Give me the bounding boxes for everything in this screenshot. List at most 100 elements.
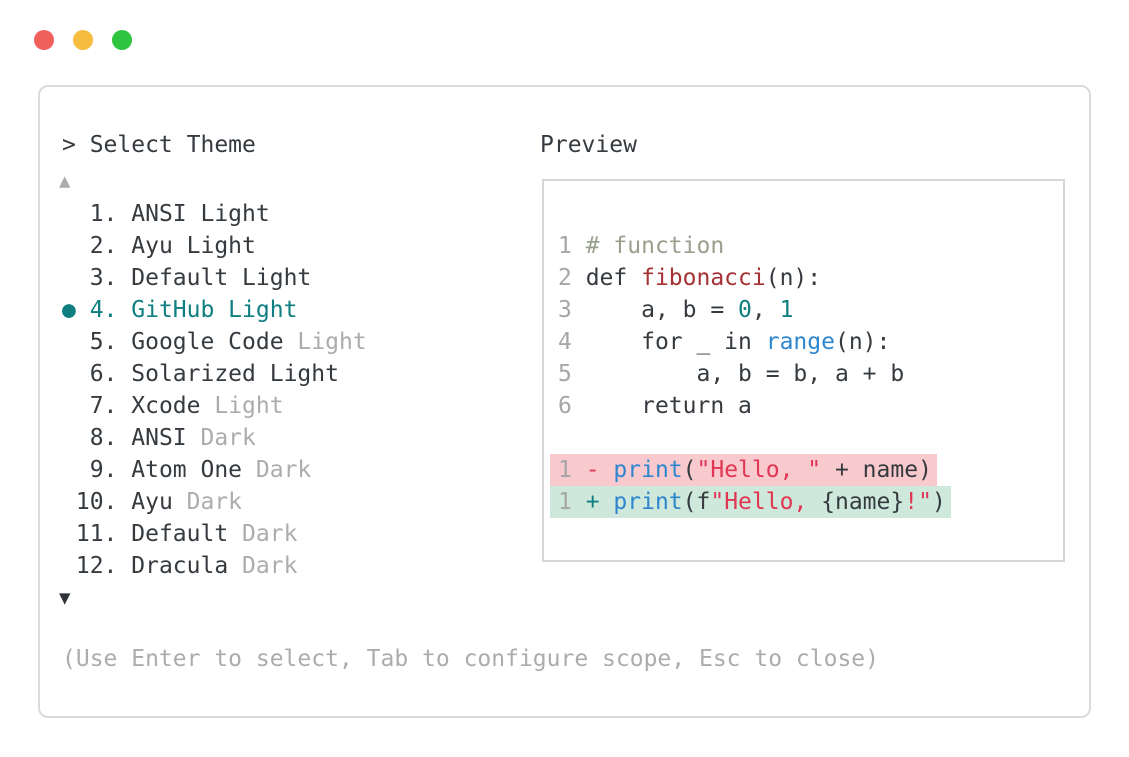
keyboard-hint: (Use Enter to select, Tab to configure s…	[62, 646, 879, 672]
theme-option-default-light[interactable]: 3. Default Light	[62, 262, 367, 294]
theme-name-suffix: Light	[283, 329, 367, 355]
theme-number: 4.	[89, 297, 132, 323]
diff-removed-highlight: 1 - print("Hello, " + name)	[550, 454, 937, 486]
code-token: + name)	[821, 457, 932, 483]
theme-name: Atom One	[131, 457, 243, 483]
theme-number: 2.	[89, 233, 132, 259]
diff-added-highlight: 1 + print(f"Hello, {name}!")	[550, 486, 951, 518]
theme-name: Default	[131, 521, 229, 547]
theme-option-dracula[interactable]: 12. Dracula Dark	[62, 550, 367, 582]
line-number: 1	[558, 457, 586, 483]
code-token: (n):	[834, 329, 891, 355]
code-token: 0	[738, 297, 752, 323]
theme-option-atom-one[interactable]: 9. Atom One Dark	[62, 454, 367, 486]
scroll-up-indicator[interactable]: ▲	[59, 170, 71, 192]
code-line	[558, 422, 1053, 454]
code-token: fibonacci	[641, 265, 766, 291]
row-indent	[62, 361, 90, 387]
code-line: 2 def fibonacci(n):	[558, 262, 1053, 294]
code-token: print	[613, 457, 683, 483]
theme-option-xcode[interactable]: 7. Xcode Light	[62, 390, 367, 422]
code-token: a, b = b, a + b	[585, 361, 905, 387]
close-button[interactable]	[34, 30, 54, 50]
maximize-button[interactable]	[112, 30, 132, 50]
theme-name: Google Code	[131, 329, 284, 355]
code-token: print	[613, 489, 683, 515]
theme-name: Dracula	[131, 553, 229, 579]
code-token: (	[682, 457, 697, 483]
row-indent	[62, 425, 90, 451]
theme-option-github-light[interactable]: ● 4. GitHub Light	[62, 294, 367, 326]
theme-number: 6.	[89, 361, 132, 387]
theme-dialog-panel: > Select Theme ▲ 1. ANSI Light 2. Ayu Li…	[38, 85, 1091, 718]
theme-name: Ayu	[131, 489, 173, 515]
line-number: 5	[558, 361, 586, 387]
code-token: for _ in	[585, 329, 766, 355]
theme-number: 7.	[89, 393, 132, 419]
row-indent	[62, 553, 76, 579]
code-token: 1	[779, 297, 794, 323]
window-controls	[34, 30, 132, 50]
row-indent	[62, 329, 90, 355]
theme-option-default[interactable]: 11. Default Dark	[62, 518, 367, 550]
diff-removed-line: 1 - print("Hello, " + name)	[550, 454, 1053, 486]
theme-number: 3.	[89, 265, 132, 291]
code-token: (f	[682, 489, 711, 515]
minimize-button[interactable]	[73, 30, 93, 50]
theme-name: Solarized Light	[131, 361, 339, 387]
row-indent	[62, 265, 90, 291]
theme-name-suffix: Dark	[242, 457, 312, 483]
code-token: range	[765, 329, 835, 355]
theme-name: Xcode	[131, 393, 201, 419]
theme-name: ANSI Light	[131, 201, 270, 227]
theme-number: 10.	[75, 489, 132, 515]
row-indent	[62, 233, 90, 259]
preview-title: Preview	[540, 132, 637, 158]
selected-bullet-icon: ●	[62, 297, 90, 323]
theme-name-suffix: Light	[200, 393, 284, 419]
line-number: 1	[558, 233, 586, 259]
theme-option-ansi-light[interactable]: 1. ANSI Light	[62, 198, 367, 230]
theme-name-suffix: Dark	[172, 489, 243, 515]
line-number: 1	[558, 489, 586, 515]
diff-added-line: 1 + print(f"Hello, {name}!")	[550, 486, 1053, 518]
code-token: def	[585, 265, 642, 291]
code-token: "Hello, "	[696, 457, 822, 483]
code-token: "Hello,	[710, 489, 822, 515]
code-line: 1 # function	[558, 230, 1053, 262]
code-token: !"	[904, 489, 932, 515]
code-line: 3 a, b = 0, 1	[558, 294, 1053, 326]
theme-name: Default Light	[131, 265, 312, 291]
line-number: 4	[558, 329, 586, 355]
theme-option-ayu-light[interactable]: 2. Ayu Light	[62, 230, 367, 262]
theme-name-suffix: Dark	[228, 553, 298, 579]
line-number: 6	[558, 393, 586, 419]
code-token: # function	[585, 233, 725, 259]
scroll-down-indicator[interactable]: ▼	[59, 587, 71, 609]
theme-number: 11.	[75, 521, 132, 547]
theme-option-solarized-light[interactable]: 6. Solarized Light	[62, 358, 367, 390]
theme-list: 1. ANSI Light 2. Ayu Light 3. Default Li…	[62, 198, 367, 582]
code-line: 5 a, b = b, a + b	[558, 358, 1053, 390]
theme-name: GitHub Light	[131, 297, 298, 323]
theme-option-google-code[interactable]: 5. Google Code Light	[62, 326, 367, 358]
theme-name: ANSI	[131, 425, 187, 451]
theme-option-ansi[interactable]: 8. ANSI Dark	[62, 422, 367, 454]
row-indent	[62, 489, 76, 515]
theme-number: 9.	[89, 457, 132, 483]
code-token: a, b =	[585, 297, 739, 323]
code-token: ,	[751, 297, 780, 323]
row-indent	[62, 457, 90, 483]
dialog-title: > Select Theme	[62, 132, 256, 158]
line-number: 3	[558, 297, 586, 323]
theme-name-suffix: Dark	[186, 425, 256, 451]
code-line: 4 for _ in range(n):	[558, 326, 1053, 358]
theme-number: 8.	[89, 425, 132, 451]
theme-number: 5.	[89, 329, 132, 355]
theme-name: Ayu Light	[131, 233, 256, 259]
theme-option-ayu[interactable]: 10. Ayu Dark	[62, 486, 367, 518]
row-indent	[62, 521, 76, 547]
code-line: 6 return a	[558, 390, 1053, 422]
